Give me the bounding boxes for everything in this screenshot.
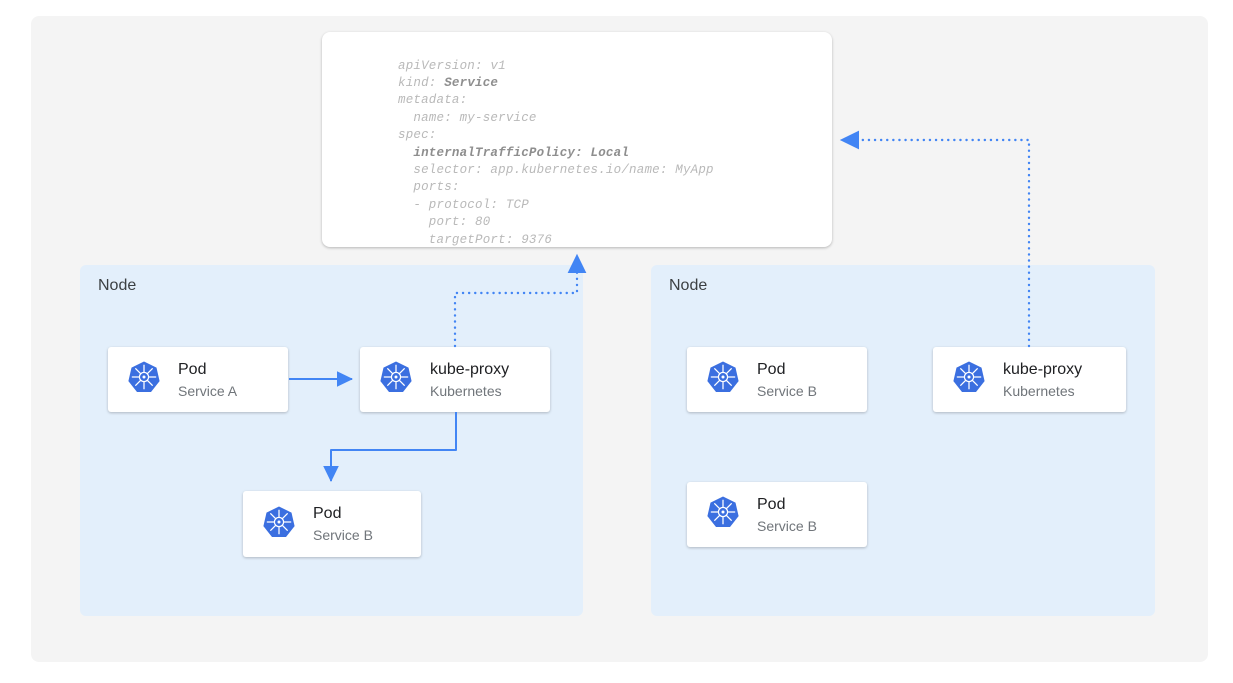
service-spec-card: apiVersion: v1 kind: Service metadata: n…	[322, 32, 832, 247]
node-label-left: Node	[98, 277, 137, 294]
card-pod-service-a[interactable]: Pod Service A	[108, 347, 288, 412]
card-subtitle: Kubernetes	[430, 382, 502, 399]
card-title: kube-proxy	[430, 360, 510, 378]
card-title: Pod	[313, 505, 342, 522]
card-kube-proxy-left[interactable]: kube-proxy Kubernetes	[360, 347, 550, 412]
card-subtitle: Service A	[178, 382, 238, 399]
card-title: Pod	[178, 360, 207, 378]
yaml-line-name: name: my-service	[398, 110, 537, 125]
card-subtitle: Service B	[757, 382, 817, 399]
card-title: Pod	[757, 360, 786, 378]
node-panel-right: Node Pod Service B	[651, 265, 1155, 616]
card-subtitle: Service B	[757, 517, 817, 534]
service-spec-yaml: apiVersion: v1 kind: Service metadata: n…	[398, 58, 714, 249]
node-panel-left: Node	[80, 265, 583, 616]
node-label-right: Node	[669, 277, 708, 294]
yaml-line-port: port: 80	[398, 215, 491, 230]
kubernetes-logo-icon	[262, 505, 296, 544]
yaml-line-spec: spec:	[398, 128, 437, 143]
card-title: kube-proxy	[1003, 360, 1083, 378]
card-pod-service-b-right-1[interactable]: Pod Service B	[687, 347, 867, 412]
yaml-line-targetport: targetPort: 9376	[398, 232, 553, 247]
card-pod-service-b-left[interactable]: Pod Service B	[243, 491, 421, 557]
diagram-canvas: apiVersion: v1 kind: Service metadata: n…	[31, 16, 1208, 662]
card-subtitle: Service B	[313, 527, 373, 543]
card-kube-proxy-right[interactable]: kube-proxy Kubernetes	[933, 347, 1126, 412]
kubernetes-logo-icon	[706, 360, 740, 399]
yaml-line-metadata: metadata:	[398, 93, 468, 108]
card-subtitle: Kubernetes	[1003, 382, 1075, 399]
kubernetes-logo-icon	[706, 495, 740, 534]
yaml-line-ports: ports:	[398, 180, 460, 195]
card-title: Pod	[757, 495, 786, 513]
yaml-line-internaltrafficpolicy: internalTrafficPolicy: Local	[413, 145, 630, 160]
card-pod-service-b-right-2[interactable]: Pod Service B	[687, 482, 867, 547]
kubernetes-logo-icon	[127, 360, 161, 399]
yaml-line-apiversion: apiVersion: v1	[398, 58, 506, 73]
yaml-line-kind: kind: Service	[398, 75, 499, 90]
kubernetes-logo-icon	[952, 360, 986, 399]
kubernetes-logo-icon	[379, 360, 413, 399]
yaml-line-selector: selector: app.kubernetes.io/name: MyApp	[398, 162, 714, 177]
yaml-line-protocol: - protocol: TCP	[398, 197, 529, 212]
